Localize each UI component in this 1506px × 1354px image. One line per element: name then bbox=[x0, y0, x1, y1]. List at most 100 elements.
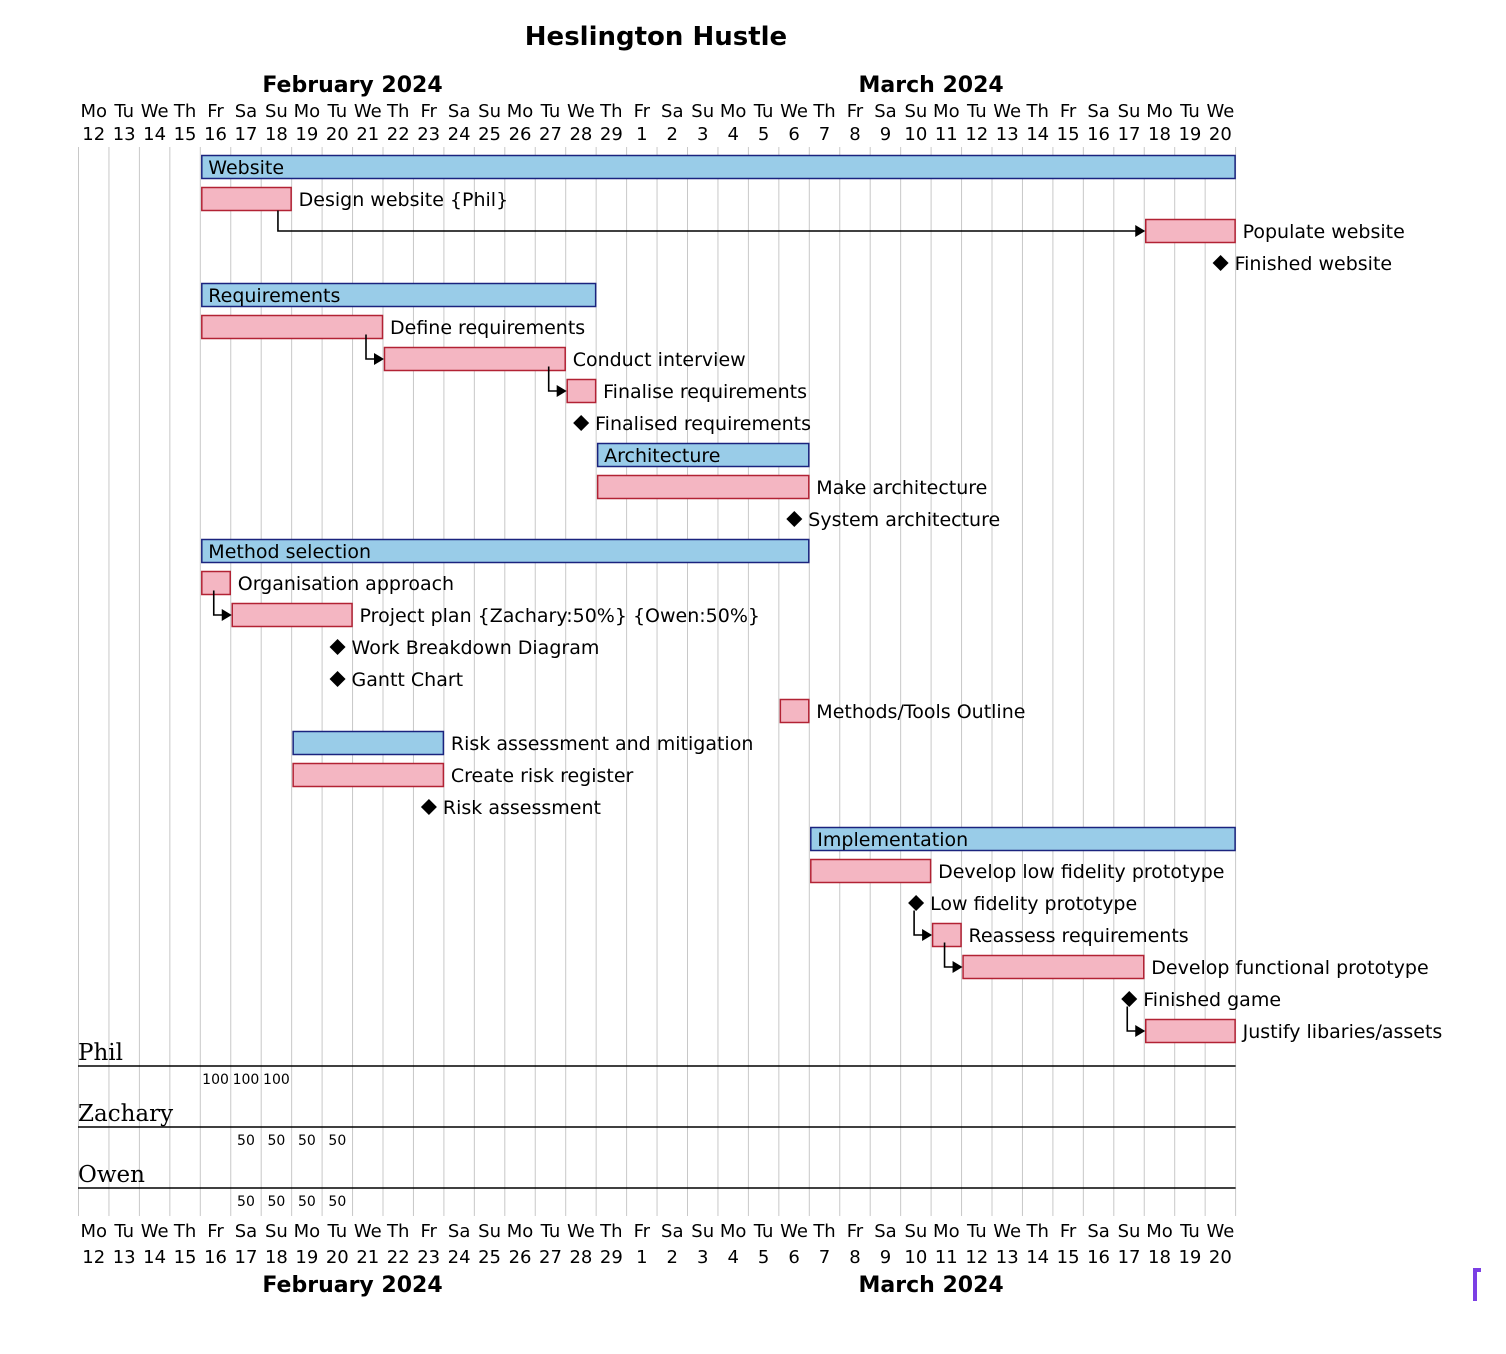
day-name-bottom: Sa bbox=[1087, 1221, 1109, 1242]
month-label: February 2024 bbox=[262, 73, 442, 98]
group-label-risk-assessment-and-mitigation: Risk assessment and mitigation bbox=[451, 733, 753, 755]
day-name: Tu bbox=[753, 101, 774, 122]
milestone-label-finalised-requirements: Finalised requirements bbox=[595, 413, 811, 435]
day-number: 25 bbox=[478, 124, 501, 145]
day-number-bottom: 8 bbox=[849, 1247, 860, 1268]
day-name: Th bbox=[386, 101, 409, 122]
day-name-bottom: We bbox=[567, 1221, 595, 1242]
day-name-bottom: Fr bbox=[420, 1221, 437, 1242]
day-number-bottom: 12 bbox=[965, 1247, 988, 1268]
milestone-finished-game bbox=[1121, 991, 1138, 1007]
day-name-bottom: Tu bbox=[540, 1221, 561, 1242]
day-number: 20 bbox=[1209, 124, 1232, 145]
day-number: 18 bbox=[265, 124, 288, 145]
day-name: Fr bbox=[634, 101, 651, 122]
task-label-create-risk-register: Create risk register bbox=[451, 765, 634, 787]
arrow-head bbox=[374, 353, 384, 365]
day-number: 13 bbox=[113, 124, 136, 145]
day-name-bottom: Mo bbox=[1146, 1221, 1173, 1242]
group-label-requirements: Requirements bbox=[208, 285, 340, 307]
dependency-arrow bbox=[1126, 1006, 1138, 1032]
day-name: Su bbox=[1118, 101, 1141, 122]
task-bar-finalise-requirements bbox=[566, 378, 597, 404]
milestone-label-system-architecture: System architecture bbox=[808, 509, 1000, 531]
dependency-arrow bbox=[277, 210, 1138, 232]
day-number-bottom: 4 bbox=[727, 1247, 738, 1268]
day-number-bottom: 17 bbox=[1118, 1247, 1141, 1268]
day-number-bottom: 26 bbox=[509, 1247, 532, 1268]
dependency-arrow bbox=[365, 334, 376, 360]
day-number-bottom: 11 bbox=[935, 1247, 958, 1268]
day-name-bottom: Mo bbox=[294, 1221, 321, 1242]
day-name-bottom: Fr bbox=[847, 1221, 864, 1242]
milestone-label-finished-game: Finished game bbox=[1143, 989, 1281, 1011]
resource-name-zachary: Zachary bbox=[78, 1101, 173, 1127]
arrow-head bbox=[922, 929, 933, 941]
dependency-arrow bbox=[913, 910, 925, 936]
day-number: 28 bbox=[569, 124, 592, 145]
group-label-implementation: Implementation bbox=[817, 829, 968, 851]
day-name-bottom: Th bbox=[173, 1221, 196, 1242]
day-number: 18 bbox=[1148, 124, 1171, 145]
day-number-bottom: 28 bbox=[569, 1247, 592, 1268]
day-name-bottom: Mo bbox=[933, 1221, 960, 1242]
day-number-bottom: 15 bbox=[1057, 1247, 1080, 1268]
day-name: Fr bbox=[847, 101, 864, 122]
task-bar-design-website-phil bbox=[201, 186, 292, 212]
resource-name-owen: Owen bbox=[78, 1162, 145, 1188]
group-bar-website bbox=[201, 154, 1236, 180]
task-label-define-requirements: Define requirements bbox=[390, 317, 585, 339]
day-number: 8 bbox=[849, 124, 860, 145]
day-name-bottom: Tu bbox=[966, 1221, 987, 1242]
resource-load: 50 bbox=[328, 1194, 346, 1210]
milestone-low-fidelity-prototype bbox=[908, 895, 925, 911]
resource-load: 50 bbox=[298, 1194, 316, 1210]
task-label-organisation-approach: Organisation approach bbox=[238, 573, 454, 595]
day-number-bottom: 14 bbox=[143, 1247, 166, 1268]
day-name: Fr bbox=[207, 101, 224, 122]
resource-load: 100 bbox=[263, 1072, 290, 1088]
corner-mark bbox=[1473, 1268, 1477, 1301]
day-number: 15 bbox=[1057, 124, 1080, 145]
day-number-bottom: 6 bbox=[788, 1247, 799, 1268]
day-number-bottom: 10 bbox=[904, 1247, 927, 1268]
day-name-bottom: Fr bbox=[634, 1221, 651, 1242]
day-name-bottom: Mo bbox=[720, 1221, 747, 1242]
milestone-gantt-chart bbox=[329, 671, 346, 687]
day-number-bottom: 1 bbox=[636, 1247, 647, 1268]
resource-load: 50 bbox=[298, 1133, 316, 1149]
task-label-project-plan-zachary-50-owen-50: Project plan {Zachary:50%} {Owen:50%} bbox=[360, 605, 760, 627]
task-bar-reassess-requirements bbox=[931, 922, 962, 948]
milestone-finalised-requirements bbox=[573, 415, 590, 431]
group-bar-implementation bbox=[810, 826, 1236, 852]
milestone-finished-website bbox=[1212, 255, 1229, 271]
day-number-bottom: 18 bbox=[1148, 1247, 1171, 1268]
day-number: 14 bbox=[143, 124, 166, 145]
resource-load: 50 bbox=[268, 1194, 286, 1210]
day-number-bottom: 20 bbox=[1209, 1247, 1232, 1268]
day-number: 29 bbox=[600, 124, 623, 145]
day-name: Su bbox=[265, 101, 288, 122]
day-number-bottom: 16 bbox=[204, 1247, 227, 1268]
resource-load: 50 bbox=[237, 1133, 255, 1149]
task-label-make-architecture: Make architecture bbox=[816, 477, 987, 499]
task-bar-organisation-approach bbox=[201, 570, 232, 596]
day-number-bottom: 25 bbox=[478, 1247, 501, 1268]
day-number: 7 bbox=[819, 124, 830, 145]
day-name: Tu bbox=[1179, 101, 1200, 122]
group-bar-requirements bbox=[201, 282, 597, 308]
day-name-bottom: We bbox=[354, 1221, 382, 1242]
group-bar-architecture bbox=[596, 442, 810, 468]
day-name: We bbox=[141, 101, 169, 122]
day-number: 12 bbox=[965, 124, 988, 145]
day-number-bottom: 18 bbox=[265, 1247, 288, 1268]
day-name: Sa bbox=[661, 101, 683, 122]
day-name-bottom: Mo bbox=[507, 1221, 534, 1242]
day-name: Mo bbox=[80, 101, 107, 122]
day-number-bottom: 19 bbox=[295, 1247, 318, 1268]
day-name: Th bbox=[173, 101, 196, 122]
day-name: Sa bbox=[235, 101, 257, 122]
dependency-arrow bbox=[943, 942, 955, 968]
group-label-method-selection: Method selection bbox=[208, 541, 371, 563]
